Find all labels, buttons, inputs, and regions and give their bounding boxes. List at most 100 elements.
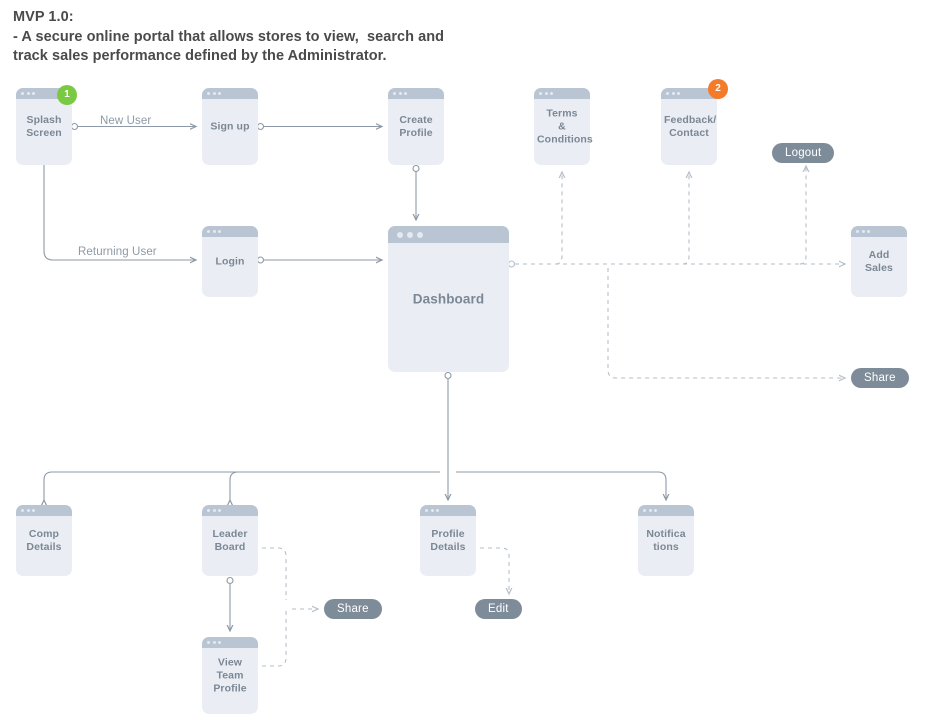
screen-leader-board[interactable]: Leader Board bbox=[202, 505, 258, 576]
action-pill-logout[interactable]: Logout bbox=[772, 143, 835, 163]
window-dot-icon bbox=[867, 230, 870, 233]
bus-left-comp bbox=[44, 471, 440, 500]
screen-label: View Team Profile bbox=[213, 656, 247, 694]
screen-sign-up[interactable]: Sign up bbox=[202, 88, 258, 165]
edge-label-new-user: New User bbox=[100, 115, 152, 127]
window-titlebar bbox=[202, 637, 258, 648]
window-dot-icon bbox=[212, 641, 216, 644]
dashed-connectors bbox=[262, 166, 845, 667]
window-titlebar bbox=[16, 505, 72, 516]
edge-leaderboard-to-share bbox=[262, 547, 287, 600]
edge-endpoint-dot bbox=[256, 122, 265, 131]
window-titlebar bbox=[16, 88, 72, 99]
window-dot-icon bbox=[207, 509, 210, 512]
window-dot-icon bbox=[861, 230, 865, 233]
edge-viewteam-to-share bbox=[262, 610, 287, 667]
edge-endpoint-dot bbox=[412, 164, 420, 173]
window-titlebar bbox=[851, 226, 907, 237]
screen-feedback-contact[interactable]: Feedback/ Contact bbox=[661, 88, 717, 165]
window-titlebar bbox=[388, 226, 509, 243]
window-dot-icon bbox=[417, 231, 423, 238]
screen-label: Profile Details bbox=[430, 527, 466, 553]
window-titlebar bbox=[202, 226, 258, 237]
window-dot-icon bbox=[218, 230, 221, 233]
window-dot-icon bbox=[207, 641, 210, 644]
screen-create-profile[interactable]: Create Profile bbox=[388, 88, 444, 165]
edge-trunk-to-share-top bbox=[607, 268, 845, 378]
solid-connectors bbox=[43, 122, 666, 632]
screen-label: Sign up bbox=[210, 120, 250, 132]
window-dot-icon bbox=[21, 509, 24, 512]
window-dot-icon bbox=[26, 92, 30, 95]
window-dot-icon bbox=[550, 92, 553, 95]
edge-endpoint-dot bbox=[444, 371, 452, 380]
window-titlebar bbox=[638, 505, 694, 516]
window-dot-icon bbox=[397, 231, 403, 238]
window-dot-icon bbox=[539, 92, 542, 95]
window-dot-icon bbox=[425, 509, 428, 512]
window-dot-icon bbox=[430, 509, 434, 512]
window-dot-icon bbox=[671, 92, 675, 95]
window-dot-icon bbox=[404, 92, 407, 95]
window-titlebar bbox=[202, 505, 258, 516]
screen-view-team-profile[interactable]: View Team Profile bbox=[202, 637, 258, 714]
page-title: MVP 1.0: - A secure online portal that a… bbox=[13, 8, 533, 67]
window-dot-icon bbox=[207, 92, 210, 95]
screen-label: Terms & Conditions bbox=[537, 107, 593, 145]
badge-feedback-contact: 2 bbox=[708, 79, 728, 99]
window-dot-icon bbox=[677, 92, 680, 95]
title-line-1: MVP 1.0: bbox=[13, 9, 74, 25]
screen-label: Leader Board bbox=[212, 527, 248, 553]
screen-terms-conditions[interactable]: Terms & Conditions bbox=[534, 88, 593, 165]
window-titlebar bbox=[388, 88, 444, 99]
window-titlebar bbox=[661, 88, 717, 99]
window-dot-icon bbox=[436, 509, 439, 512]
edge-splash-to-login bbox=[43, 165, 196, 260]
edge-profiledetails-to-edit bbox=[480, 547, 509, 594]
window-dot-icon bbox=[407, 231, 413, 238]
screen-label: Dashboard bbox=[412, 291, 485, 307]
screen-profile-details[interactable]: Profile Details bbox=[420, 505, 476, 576]
screen-label: Login bbox=[215, 255, 245, 267]
window-dot-icon bbox=[666, 92, 669, 95]
window-dot-icon bbox=[212, 92, 216, 95]
edge-label-returning-user: Returning User bbox=[78, 246, 157, 258]
screen-label: Add Sales bbox=[865, 248, 893, 274]
screen-add-sales[interactable]: Add Sales bbox=[851, 226, 907, 297]
screen-label: Comp Details bbox=[26, 527, 62, 553]
action-pill-share-top[interactable]: Share bbox=[851, 368, 909, 388]
edge-endpoint-dot bbox=[70, 122, 79, 131]
window-dot-icon bbox=[21, 92, 24, 95]
bus-leaderboard bbox=[230, 471, 239, 500]
window-dot-icon bbox=[32, 92, 35, 95]
window-dot-icon bbox=[544, 92, 548, 95]
window-dot-icon bbox=[218, 509, 221, 512]
window-dot-icon bbox=[212, 509, 216, 512]
window-titlebar bbox=[420, 505, 476, 516]
window-dot-icon bbox=[648, 509, 652, 512]
window-dot-icon bbox=[212, 230, 216, 233]
title-line-2: - A secure online portal that allows sto… bbox=[13, 28, 445, 45]
screen-dashboard[interactable]: Dashboard bbox=[388, 226, 509, 372]
bus-right-notifications bbox=[456, 471, 666, 500]
window-dot-icon bbox=[398, 92, 402, 95]
window-dot-icon bbox=[856, 230, 859, 233]
window-dot-icon bbox=[26, 509, 30, 512]
screen-login[interactable]: Login bbox=[202, 226, 258, 297]
edge-trunk-to-feedback bbox=[682, 172, 689, 265]
edge-trunk-to-logout bbox=[799, 166, 806, 265]
window-dot-icon bbox=[32, 509, 35, 512]
screen-label: Feedback/ Contact bbox=[664, 113, 717, 139]
screen-notifications[interactable]: Notifica tions bbox=[638, 505, 694, 576]
screen-label: Splash Screen bbox=[26, 113, 62, 139]
window-dot-icon bbox=[218, 641, 221, 644]
action-pill-share-bottom[interactable]: Share bbox=[324, 599, 382, 619]
window-dot-icon bbox=[218, 92, 221, 95]
edge-endpoint-dot bbox=[507, 260, 516, 268]
screen-comp-details[interactable]: Comp Details bbox=[16, 505, 72, 576]
window-titlebar bbox=[202, 88, 258, 99]
window-titlebar bbox=[534, 88, 590, 99]
action-pill-edit[interactable]: Edit bbox=[475, 599, 522, 619]
